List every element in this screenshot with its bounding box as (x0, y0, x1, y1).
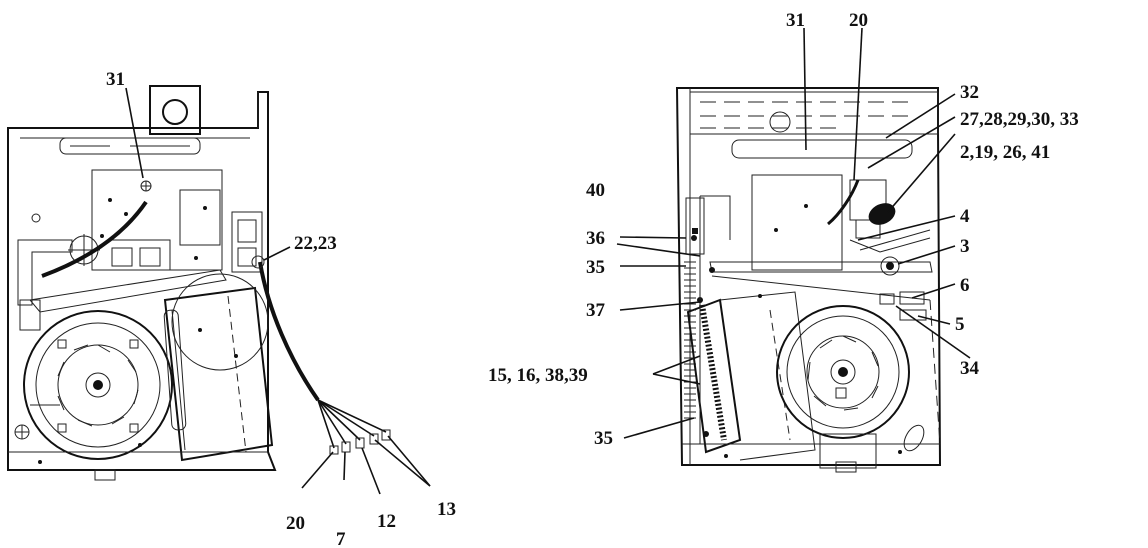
callout-15-39: 15, 16, 38,39 (488, 365, 588, 386)
callout-5: 5 (955, 314, 965, 335)
callout-35-lower: 35 (594, 428, 613, 449)
callout-20-right: 20 (849, 10, 868, 31)
left-leaders (125, 87, 431, 495)
callout-3: 3 (960, 236, 970, 257)
callout-12: 12 (377, 511, 396, 532)
callout-37: 37 (586, 300, 606, 321)
callout-35-upper: 35 (586, 257, 605, 278)
callout-34: 34 (960, 358, 980, 379)
callout-36: 36 (586, 228, 605, 249)
callout-31-right: 31 (786, 10, 805, 31)
callout-2-41: 2,19, 26, 41 (960, 142, 1050, 163)
callout-6: 6 (960, 275, 970, 296)
right-callouts: 31 20 32 27,28,29,30, 33 2,19, 26, 41 40… (488, 10, 1079, 449)
callout-22-23: 22,23 (294, 233, 337, 254)
callout-13: 13 (437, 499, 456, 520)
left-unit-drawing (7, 85, 391, 481)
callout-40: 40 (586, 180, 605, 201)
callout-20-left: 20 (286, 513, 305, 534)
right-fasteners (691, 204, 902, 458)
callout-7: 7 (336, 529, 346, 548)
left-callouts: 31 22,23 20 7 12 13 (106, 69, 456, 548)
callout-27-33: 27,28,29,30, 33 (960, 109, 1079, 130)
coil-element (699, 304, 727, 441)
blower-vanes-right (807, 335, 879, 411)
left-fasteners (38, 198, 238, 464)
callout-32: 32 (960, 82, 979, 103)
callout-4: 4 (960, 206, 970, 227)
right-leaders (616, 27, 971, 439)
right-unit-drawing (675, 87, 942, 473)
louvers (700, 101, 908, 129)
blower-vanes-left (57, 344, 139, 427)
callout-31-left: 31 (106, 69, 125, 90)
